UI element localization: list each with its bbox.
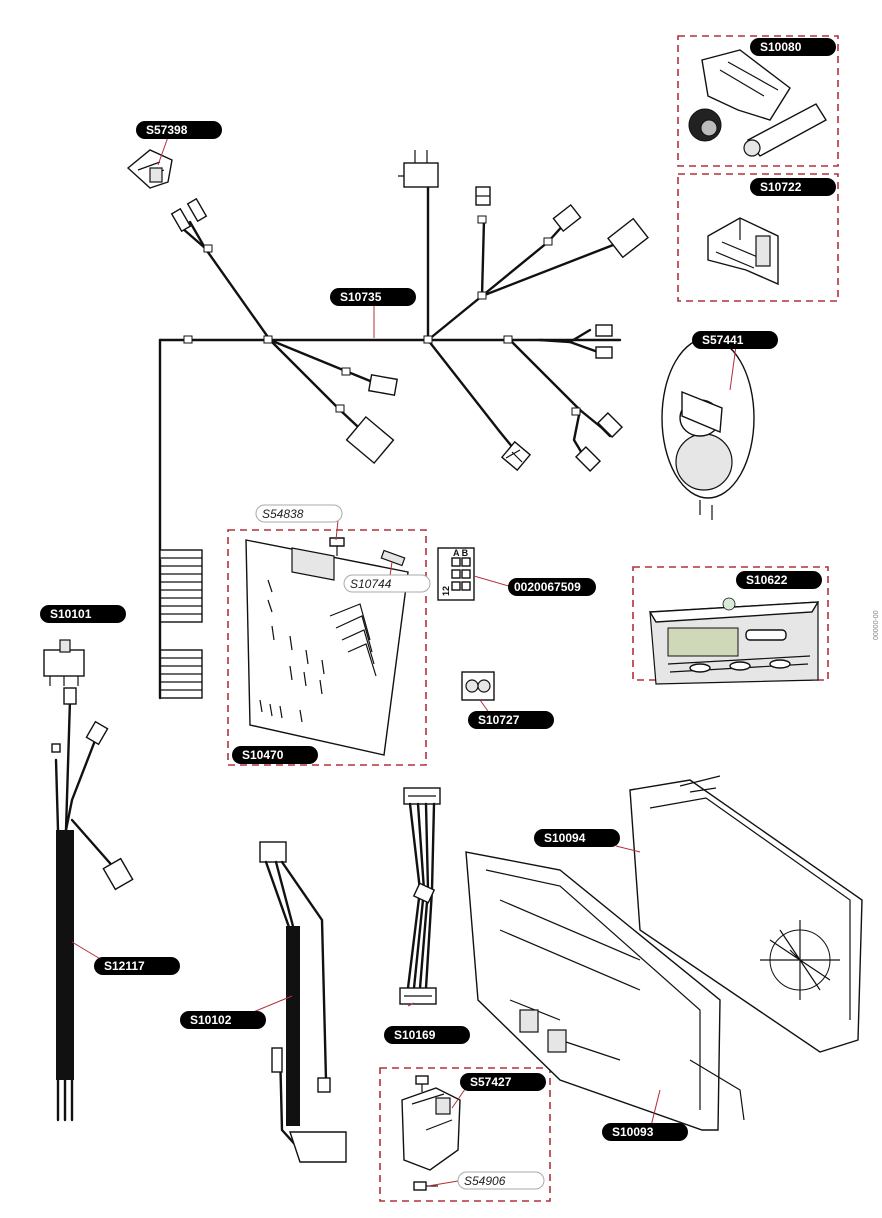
side-reference: 00000-00	[873, 610, 880, 640]
label-s10727: S10727	[468, 711, 554, 729]
label-s10101-text: S10101	[50, 607, 92, 621]
label-s10622: S10622	[736, 571, 822, 589]
label-s12117-text: S12117	[104, 959, 145, 973]
label-s10470: S10470	[232, 746, 318, 764]
part-s57427	[401, 1075, 461, 1191]
connector-marking-row: 12	[441, 586, 451, 596]
part-s10102	[259, 841, 347, 1163]
label-s10169: S10169	[384, 1026, 470, 1044]
label-s10735: S10735	[330, 288, 416, 306]
label-0020067509-text: 0020067509	[514, 580, 581, 594]
label-s10101: S10101	[40, 605, 126, 623]
part-s54838	[329, 537, 345, 556]
part-s12117	[51, 687, 134, 1122]
label-s10722: S10722	[750, 178, 836, 196]
group-box-s10470	[227, 529, 427, 766]
label-s10093: S10093	[602, 1123, 688, 1141]
label-s57427-text: S57427	[470, 1075, 512, 1089]
part-s10080	[688, 49, 827, 157]
group-box-s10622	[632, 566, 829, 681]
label-s10470-text: S10470	[242, 748, 284, 762]
part-s10622	[648, 597, 820, 685]
wiring-harness-s10735	[158, 150, 649, 700]
label-s57427: S57427	[460, 1073, 546, 1091]
part-s10169	[399, 787, 441, 1005]
label-s54838: S54838	[255, 504, 343, 523]
label-s10093-text: S10093	[612, 1125, 654, 1139]
part-s57441	[661, 337, 755, 520]
label-s10744-text: S10744	[350, 577, 392, 591]
label-s10094: S10094	[534, 829, 620, 847]
label-s10102: S10102	[180, 1011, 266, 1029]
label-s10169-text: S10169	[394, 1028, 436, 1042]
label-s10080: S10080	[750, 38, 836, 56]
label-s57398-text: S57398	[146, 123, 188, 137]
label-s57441-text: S57441	[702, 333, 744, 347]
label-s10102-text: S10102	[190, 1013, 232, 1027]
label-s10727-text: S10727	[478, 713, 520, 727]
label-s10744: S10744	[343, 574, 431, 593]
label-s10735-text: S10735	[340, 290, 382, 304]
label-s10622-text: S10622	[746, 573, 788, 587]
label-s54838-text: S54838	[262, 507, 304, 521]
group-box-s57427	[379, 1067, 551, 1202]
part-s10744	[380, 549, 406, 567]
label-s12117: S12117	[94, 957, 180, 975]
label-s10080-text: S10080	[760, 40, 802, 54]
part-s10101	[43, 639, 85, 686]
part-s57398	[126, 149, 173, 189]
part-s10727	[461, 671, 495, 701]
group-box-s10722	[677, 173, 839, 302]
part-s10093	[465, 851, 745, 1131]
part-s10094	[629, 775, 863, 1053]
part-0020067509: A B 12	[437, 547, 475, 601]
label-s10722-text: S10722	[760, 180, 802, 194]
part-s10722	[707, 217, 779, 286]
label-s57441: S57441	[692, 331, 778, 349]
label-s10094-text: S10094	[544, 831, 586, 845]
label-s54906: S54906	[457, 1171, 545, 1190]
label-0020067509: 0020067509	[508, 578, 596, 596]
label-s57398: S57398	[136, 121, 222, 139]
label-s54906-text: S54906	[464, 1174, 506, 1188]
connector-marking-header: A B	[453, 548, 469, 558]
part-s10470	[245, 539, 409, 756]
